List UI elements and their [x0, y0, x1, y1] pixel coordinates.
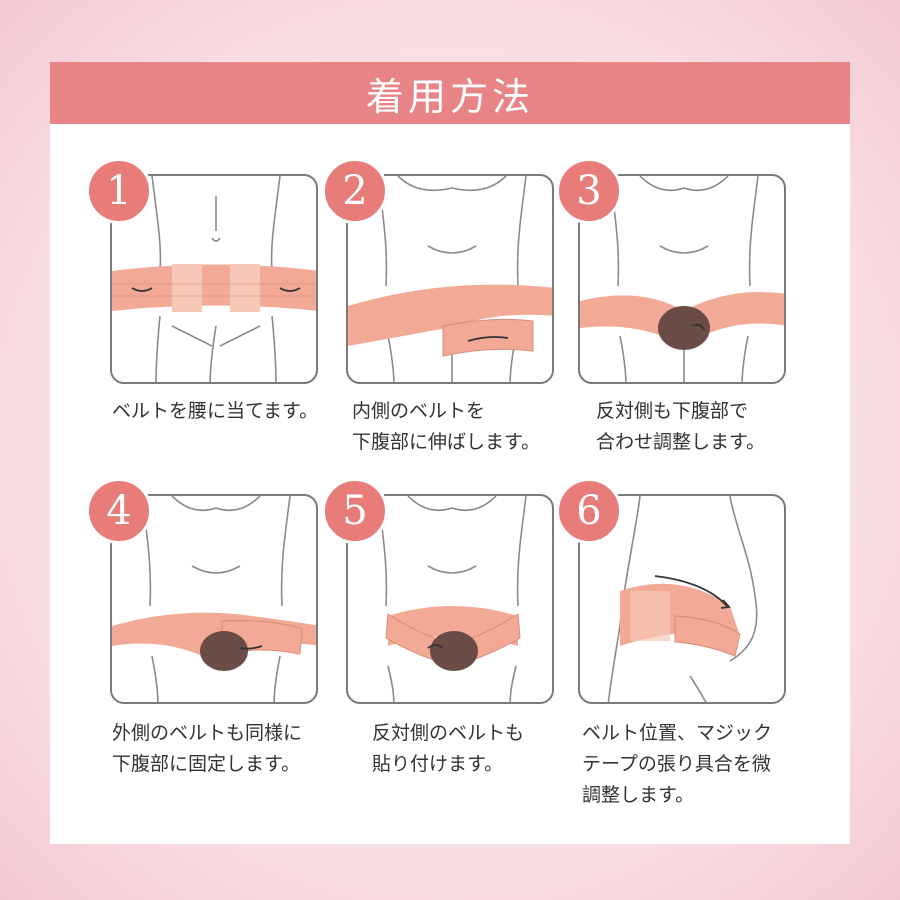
step-1-illustration: [110, 174, 318, 384]
title-banner: 着用方法: [50, 62, 850, 124]
step-2-caption-line-2: 下腹部に伸ばします。: [352, 431, 541, 453]
step-4-badge: 4: [86, 478, 152, 544]
step-6-badge: 6: [556, 478, 622, 544]
step-2-caption: 内側のベルトを 下腹部に伸ばします。: [352, 396, 540, 458]
step-6-caption-line-1: ベルト位置、マジック: [582, 722, 773, 744]
step-3-caption-line-1: 反対側も下腹部で: [596, 400, 749, 422]
step-5-caption-line-2: 貼り付けます。: [372, 753, 504, 775]
step-5-caption-line-1: 反対側のベルトも: [372, 722, 525, 744]
step-6-caption: ベルト位置、マジック テープの張り具合を微 調整します。: [582, 718, 772, 811]
step-5-caption: 反対側のベルトも 貼り付けます。: [372, 718, 524, 780]
step-1-caption: ベルトを腰に当てます。: [112, 396, 318, 427]
step-1-badge: 1: [86, 158, 152, 224]
step-6-caption-line-3: 調整します。: [582, 784, 695, 806]
step-3-caption: 反対側も下腹部で 合わせ調整します。: [596, 396, 765, 458]
step-5-illustration: [346, 494, 554, 704]
step-4-caption-line-1: 外側のベルトも同様に: [112, 722, 303, 744]
page-title: 着用方法: [365, 74, 534, 119]
instruction-card: 着用方法: [50, 62, 850, 844]
step-3-caption-line-2: 合わせ調整します。: [596, 431, 766, 453]
step-4-caption-line-2: 下腹部に固定します。: [112, 753, 301, 775]
step-3-badge: 3: [556, 158, 622, 224]
step-2-badge: 2: [322, 158, 388, 224]
step-6-caption-line-2: テープの張り具合を微: [582, 753, 771, 775]
step-1-caption-line-1: ベルトを腰に当てます。: [112, 400, 319, 422]
step-2-caption-line-1: 内側のベルトを: [352, 400, 486, 422]
step-5-badge: 5: [322, 478, 388, 544]
step-4-caption: 外側のベルトも同様に 下腹部に固定します。: [112, 718, 302, 780]
